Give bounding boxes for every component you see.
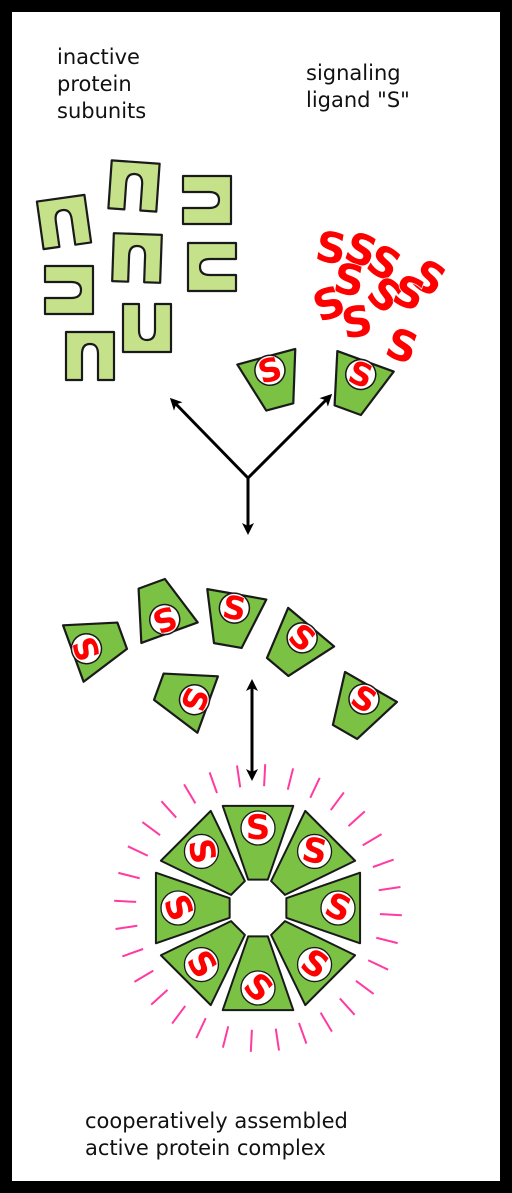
activity-ray [115, 924, 138, 930]
inactive-subunit [186, 241, 238, 293]
binding-pocket [183, 946, 220, 983]
activity-ray [274, 1028, 280, 1051]
activity-ray [309, 777, 321, 799]
activity-ray [355, 979, 375, 995]
inactive-subunit [107, 159, 161, 213]
binding-pocket [183, 833, 220, 870]
inactive-subunits-label: inactive protein subunits [57, 45, 147, 123]
inactive-subunit [121, 302, 173, 354]
activity-ray [367, 959, 389, 971]
activity-ray [379, 913, 402, 917]
arrow-to-subunits [169, 397, 250, 480]
activity-ray [329, 791, 345, 811]
inactive-subunit [43, 264, 95, 316]
binding-pocket [240, 970, 276, 1006]
activity-ray [195, 1017, 207, 1039]
bound-subunit: S [152, 672, 220, 734]
activity-ray [114, 899, 137, 903]
inactive-subunit [181, 174, 233, 226]
activity-ray [221, 1026, 230, 1048]
activity-ray [141, 821, 161, 837]
arrow-to-ligand [246, 393, 333, 480]
active-complex-label: cooperatively assembled active protein c… [85, 1109, 348, 1160]
activity-ray [362, 833, 383, 847]
bound-subunit: S [61, 621, 129, 683]
activity-ray [183, 783, 197, 804]
activity-ray [236, 765, 242, 788]
inactive-subunits-group [35, 159, 238, 382]
activity-ray [127, 845, 149, 857]
bound-subunit: S [331, 670, 399, 741]
bound-subunit: S [333, 349, 395, 417]
inactive-subunit [64, 330, 116, 382]
activity-ray [150, 989, 169, 1006]
activity-ray [372, 858, 394, 868]
bound-subunit: S [236, 347, 297, 412]
activity-ray [263, 764, 267, 787]
activity-ray [319, 1012, 333, 1033]
activity-ray [118, 871, 140, 880]
bound-subunit: S [137, 577, 199, 645]
activity-ray [339, 997, 356, 1016]
binding-pocket [296, 833, 333, 870]
activity-ray [376, 936, 398, 945]
bound-subunit: S [265, 606, 336, 678]
binding-pocket [160, 890, 196, 926]
binding-pocket [296, 946, 333, 983]
binding-pocket [240, 810, 276, 846]
ligand-s: S [379, 318, 424, 374]
activity-ray [171, 1005, 187, 1025]
activity-ray [298, 1022, 308, 1044]
signaling-ligand-label: signaling ligand "S" [306, 61, 410, 112]
activity-ray [122, 948, 144, 958]
split-arrows [169, 393, 333, 535]
bound-subunit: S [206, 587, 268, 650]
activity-ray [347, 810, 366, 827]
activity-ray [378, 886, 401, 892]
inactive-subunit [35, 193, 93, 251]
activity-ray [286, 768, 295, 790]
inactive-subunit [111, 232, 163, 284]
activity-ray [160, 800, 177, 819]
activity-ray [249, 1029, 253, 1052]
binding-pocket [320, 890, 356, 926]
ligand-s: S [246, 808, 271, 848]
complex-center [232, 882, 284, 934]
activity-ray [208, 772, 218, 794]
activity-ray [133, 969, 154, 983]
